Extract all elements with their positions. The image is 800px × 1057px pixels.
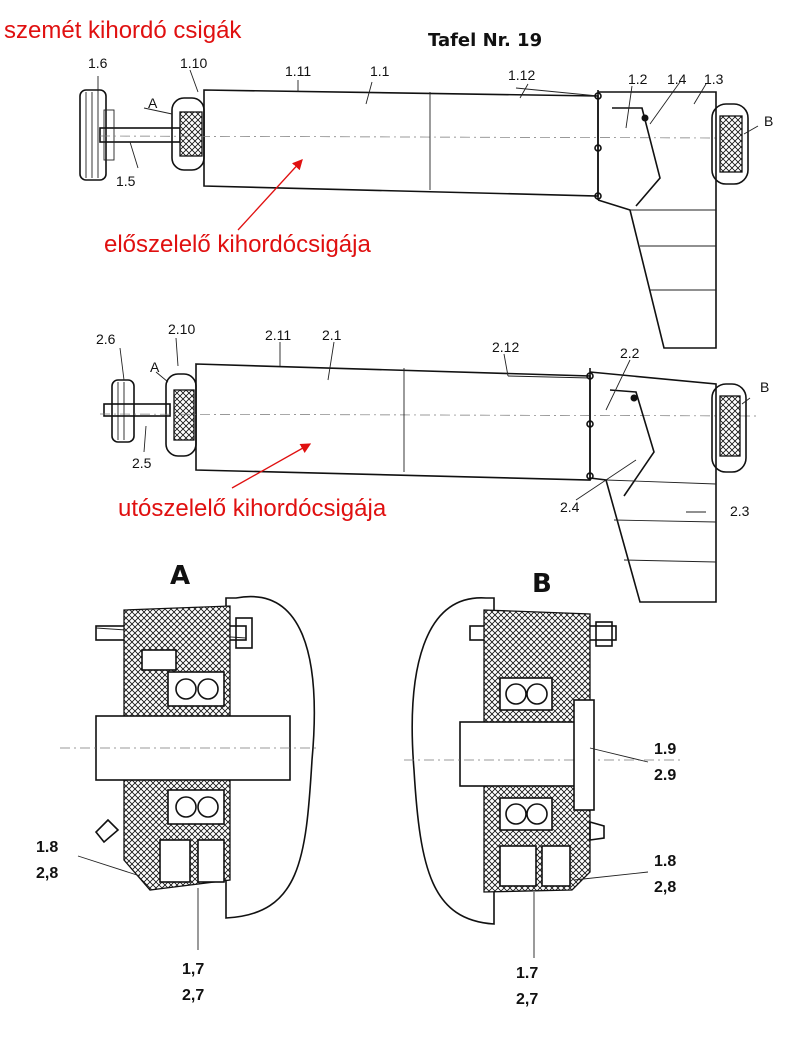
label-2-11: 2.11 — [265, 327, 291, 343]
label-b-2-7: 2,7 — [516, 991, 538, 1008]
label-b-1-8: 1.8 — [654, 853, 676, 870]
shaft-b — [459, 721, 585, 787]
bearing-housing-b-2 — [711, 383, 747, 473]
caption-post-cleaner-auger: utószelelő kihordócsigája — [118, 495, 387, 522]
label-2-4: 2.4 — [560, 499, 580, 515]
label-2-12: 2.12 — [492, 339, 519, 355]
detail-a-title: A — [170, 561, 190, 591]
bearing-housing-b-1 — [711, 103, 749, 185]
discharge-housing-1-3 — [597, 91, 717, 349]
pulley-1-6 — [79, 89, 181, 181]
label-1-1: 1.1 — [370, 63, 390, 79]
label-1-3: 1.3 — [704, 71, 724, 87]
tube-wall-a — [225, 595, 316, 919]
grease-nipple-b-icon — [589, 820, 605, 841]
label-1-4: 1.4 — [667, 71, 687, 87]
label-2-2: 2.2 — [620, 345, 640, 361]
label-1-5: 1.5 — [116, 173, 136, 189]
caption-pre-cleaner-auger: előszelelő kihordócsigája — [104, 231, 371, 258]
label-a-1-8: 1.8 — [36, 839, 58, 856]
label-b-1: B — [764, 113, 773, 129]
plate-title: Tafel Nr. 19 — [428, 30, 542, 51]
caption-garbage-augers: szemét kihordó csigák — [4, 17, 242, 44]
auger-tube-2-1 — [195, 363, 591, 481]
detail-b: B 1.9 2.9 1.8 2,8 1.7 2,7 — [404, 569, 680, 1008]
end-cap-b — [573, 699, 595, 811]
label-b-1-9: 1.9 — [654, 741, 676, 758]
detail-a: A 1.8 2,8 1,7 2,7 — [36, 561, 320, 1004]
label-2-10: 2.10 — [168, 321, 195, 337]
label-1-2: 1.2 — [628, 71, 648, 87]
auger-tube-1-1 — [203, 89, 599, 197]
label-a-1: A — [148, 95, 158, 111]
label-b-2-8: 2,8 — [654, 879, 676, 896]
label-b-2-9: 2.9 — [654, 767, 676, 784]
label-2-6: 2.6 — [96, 331, 116, 347]
tube-wall-b — [411, 597, 495, 925]
label-1-6: 1.6 — [88, 55, 108, 71]
label-2-3: 2.3 — [730, 503, 750, 519]
auger-assembly-2: 2.6 2.10 2.11 2.1 2.12 2.2 2.5 2.4 2.3 A… — [96, 321, 769, 603]
label-a-2: A — [150, 359, 160, 375]
label-1-11: 1.11 — [285, 63, 311, 79]
discharge-housing-2-3 — [589, 371, 717, 603]
label-b-2: B — [760, 379, 769, 395]
label-2-1: 2.1 — [322, 327, 342, 343]
label-1-12: 1.12 — [508, 67, 535, 83]
label-a-2-8: 2,8 — [36, 865, 58, 882]
label-a-2-7: 2,7 — [182, 987, 204, 1004]
auger-assembly-1: 1.6 1.10 1.11 1.1 1.12 1.2 1.4 1.3 1.5 A… — [79, 55, 773, 349]
label-a-1-7: 1,7 — [182, 961, 204, 978]
label-1-10: 1.10 — [180, 55, 207, 71]
label-2-5: 2.5 — [132, 455, 152, 471]
pulley-2-6 — [103, 379, 171, 443]
grease-nipple-icon — [94, 818, 120, 844]
label-b-1-7: 1.7 — [516, 965, 538, 982]
detail-b-title: B — [532, 569, 552, 599]
